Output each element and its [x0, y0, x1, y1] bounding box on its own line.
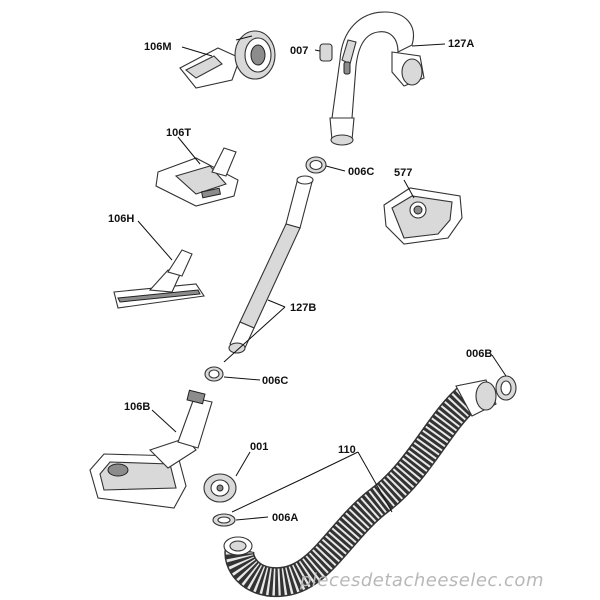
leader-106m: [181, 46, 213, 57]
part-110-hose: [223, 379, 497, 598]
label-127b: 127B: [290, 302, 316, 314]
leader-006c-mid: [223, 376, 261, 381]
label-007: 007: [290, 45, 308, 57]
part-006c-mid-seal: [204, 366, 224, 382]
part-006b-seal: [495, 375, 517, 401]
label-006a: 006A: [272, 512, 298, 524]
part-001-valve: [203, 473, 237, 503]
label-006c-top: 006C: [348, 166, 374, 178]
label-006b: 006B: [466, 348, 492, 360]
part-127a-handle: [329, 11, 425, 146]
part-labels: 106M 007 127A 106T 006C 577 106H 127B 00…: [108, 38, 492, 524]
label-106b: 106B: [124, 401, 150, 413]
part-006a-seal: [212, 513, 236, 527]
part-577-dust-bag: [383, 187, 463, 245]
label-106m: 106M: [144, 41, 172, 53]
leader-006a: [235, 516, 269, 521]
part-106b-floor-nozzle: [89, 389, 213, 509]
watermark-text: piecesdetacheeselec.com: [299, 570, 544, 591]
leader-006c-top: [325, 165, 346, 172]
leader-127a: [411, 43, 446, 47]
leader-001: [235, 451, 251, 477]
part-127b-tube: [228, 175, 314, 354]
leader-lines: [137, 43, 507, 521]
leader-007: [314, 49, 321, 52]
label-006c-mid: 006C: [262, 375, 288, 387]
leader-577: [403, 179, 415, 199]
part-007-catch: [319, 43, 333, 62]
label-106t: 106T: [166, 127, 191, 139]
leader-127b: [223, 299, 286, 363]
label-001: 001: [250, 441, 268, 453]
part-106t-nozzle: [155, 147, 239, 207]
label-110: 110: [338, 444, 356, 456]
label-577: 577: [394, 167, 412, 179]
leader-110-to-hose: [231, 479, 301, 513]
leader-006b: [491, 354, 507, 377]
leader-106t: [177, 136, 201, 165]
label-127a: 127A: [448, 38, 474, 50]
part-006c-top-seal: [305, 156, 327, 174]
leader-106b: [151, 409, 177, 433]
label-106h: 106H: [108, 213, 134, 225]
part-106h-parquet-nozzle: [113, 249, 205, 309]
leader-106h: [137, 220, 173, 261]
part-106m-dusting-brush: [179, 30, 276, 89]
leader-110: [299, 451, 393, 513]
